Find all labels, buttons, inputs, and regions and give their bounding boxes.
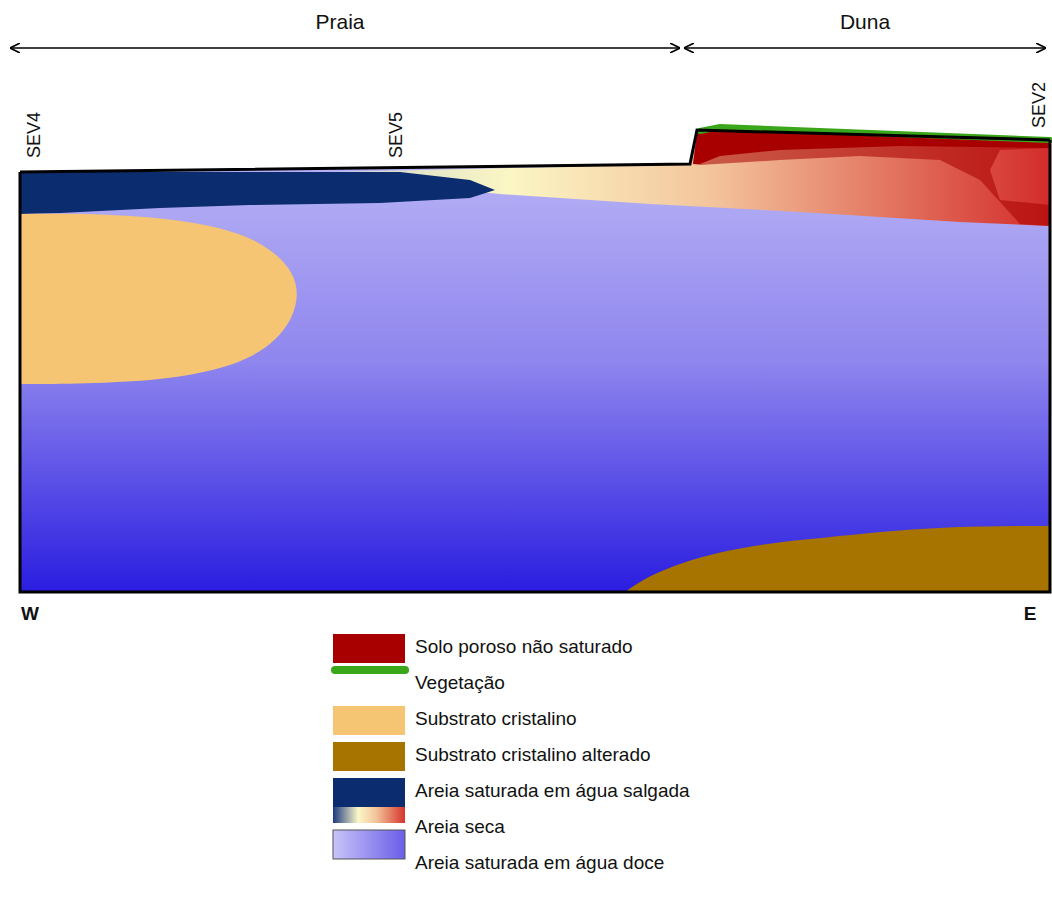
orientation-label: W bbox=[21, 604, 39, 625]
legend-row: Substrato cristalino alterado bbox=[333, 742, 1033, 771]
extent-arrow bbox=[10, 47, 680, 49]
sounding-label: SEV4 bbox=[25, 112, 45, 158]
legend-swatch bbox=[333, 706, 405, 735]
legend-row: Areia saturada em água doce bbox=[333, 850, 1033, 879]
orientation-label: E bbox=[1024, 604, 1037, 625]
vegetation-sample bbox=[335, 666, 405, 674]
fresh-water-sand bbox=[20, 130, 1050, 592]
legend-text: Solo poroso não saturado bbox=[415, 637, 633, 658]
legend-swatch bbox=[333, 634, 405, 663]
legend-text: Areia saturada em água doce bbox=[415, 853, 664, 874]
legend-row: Vegetação bbox=[333, 670, 1033, 699]
legend-text: Substrato cristalino bbox=[415, 709, 577, 730]
legend-row: Solo poroso não saturado bbox=[333, 634, 1033, 663]
legend-text: Areia saturada em água salgada bbox=[415, 781, 690, 802]
salt-water-sand bbox=[20, 172, 495, 214]
legend-text: Areia seca bbox=[415, 817, 505, 838]
legend-text: Vegetação bbox=[415, 673, 505, 694]
legend-row: Areia saturada em água salgada bbox=[333, 778, 1033, 807]
section-border bbox=[20, 140, 1050, 592]
ground-surface bbox=[20, 130, 1050, 172]
fresh-water-sample bbox=[333, 830, 405, 859]
legend-row: Areia seca bbox=[333, 814, 1033, 843]
sounding-label: SEV2 bbox=[1030, 82, 1050, 128]
extent-arrow bbox=[684, 47, 1046, 49]
crystalline-substrate bbox=[20, 214, 297, 384]
altered-substrate bbox=[625, 526, 1050, 592]
porous-soil bbox=[693, 128, 1050, 226]
legend-text: Substrato cristalino alterado bbox=[415, 745, 651, 766]
legend-row: Substrato cristalino bbox=[333, 706, 1033, 735]
legend-swatch bbox=[333, 742, 405, 771]
zone-label: Duna bbox=[840, 10, 890, 33]
sounding-label: SEV5 bbox=[387, 112, 407, 158]
legend-swatch bbox=[333, 778, 405, 807]
porous-soil bbox=[693, 128, 1050, 164]
zone-label: Praia bbox=[315, 10, 364, 33]
